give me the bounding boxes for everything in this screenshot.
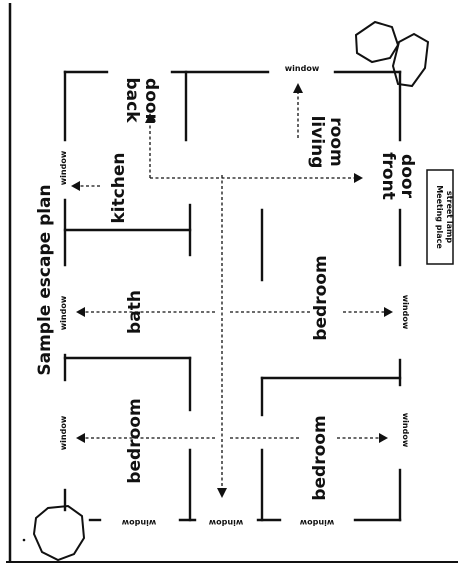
inner-walls bbox=[63, 70, 402, 522]
bedroom-left-lower-label: bedroom bbox=[125, 398, 145, 483]
back-door-arrow-icon bbox=[145, 113, 155, 123]
bedroom-lower-arrow-icon bbox=[379, 433, 388, 443]
scan-dot bbox=[22, 538, 26, 542]
window-bottom-left-label: window bbox=[121, 518, 156, 527]
escape-routes bbox=[71, 83, 393, 498]
bush-top-right-icon bbox=[391, 32, 430, 88]
window-top-label: window bbox=[285, 64, 320, 73]
kitchen-arrow-icon bbox=[71, 181, 80, 191]
bedroom-right-lower-label: bedroom bbox=[310, 415, 330, 500]
bedroom-left-arrow-icon bbox=[76, 433, 85, 443]
kitchen-label: kitchen bbox=[109, 152, 129, 223]
plan-title: Sample escape plan bbox=[35, 184, 55, 375]
back-door-label-line1: back bbox=[122, 77, 142, 123]
living-room-label-line1: living bbox=[307, 116, 327, 169]
window-bottom-right-label: window bbox=[299, 518, 334, 527]
window-kitchen-label: window bbox=[59, 150, 68, 185]
front-door-arrow-icon bbox=[354, 173, 363, 183]
window-bedroom-right-lower-label: window bbox=[401, 413, 410, 448]
window-bottom-middle-label: window bbox=[208, 518, 243, 527]
meeting-place-box bbox=[426, 169, 454, 265]
bedroom-upper-arrow-icon bbox=[384, 307, 393, 317]
bath-label: bath bbox=[125, 290, 145, 334]
window-bedroom-right-upper-label: window bbox=[401, 295, 410, 330]
living-room-arrow-icon bbox=[293, 83, 303, 93]
outer-walls bbox=[63, 70, 402, 522]
back-door-label-line2: door bbox=[141, 78, 161, 123]
window-bedroom-left-label: window bbox=[59, 415, 68, 450]
meeting-place-label: Meeting place bbox=[435, 185, 444, 249]
window-bath-label: window bbox=[59, 295, 68, 330]
hallway-arrow-icon bbox=[217, 488, 227, 498]
bath-arrow-icon bbox=[76, 307, 85, 317]
bush-top-left-icon bbox=[354, 20, 400, 64]
bedroom-right-upper-label: bedroom bbox=[311, 255, 331, 340]
front-door-label-line1: front bbox=[378, 152, 398, 200]
front-door-label-line2: door bbox=[397, 154, 417, 199]
living-room-label-line2: room bbox=[326, 117, 346, 166]
street-lamp-label: street lamp bbox=[445, 191, 454, 243]
bush-bottom-left-icon bbox=[32, 504, 86, 562]
